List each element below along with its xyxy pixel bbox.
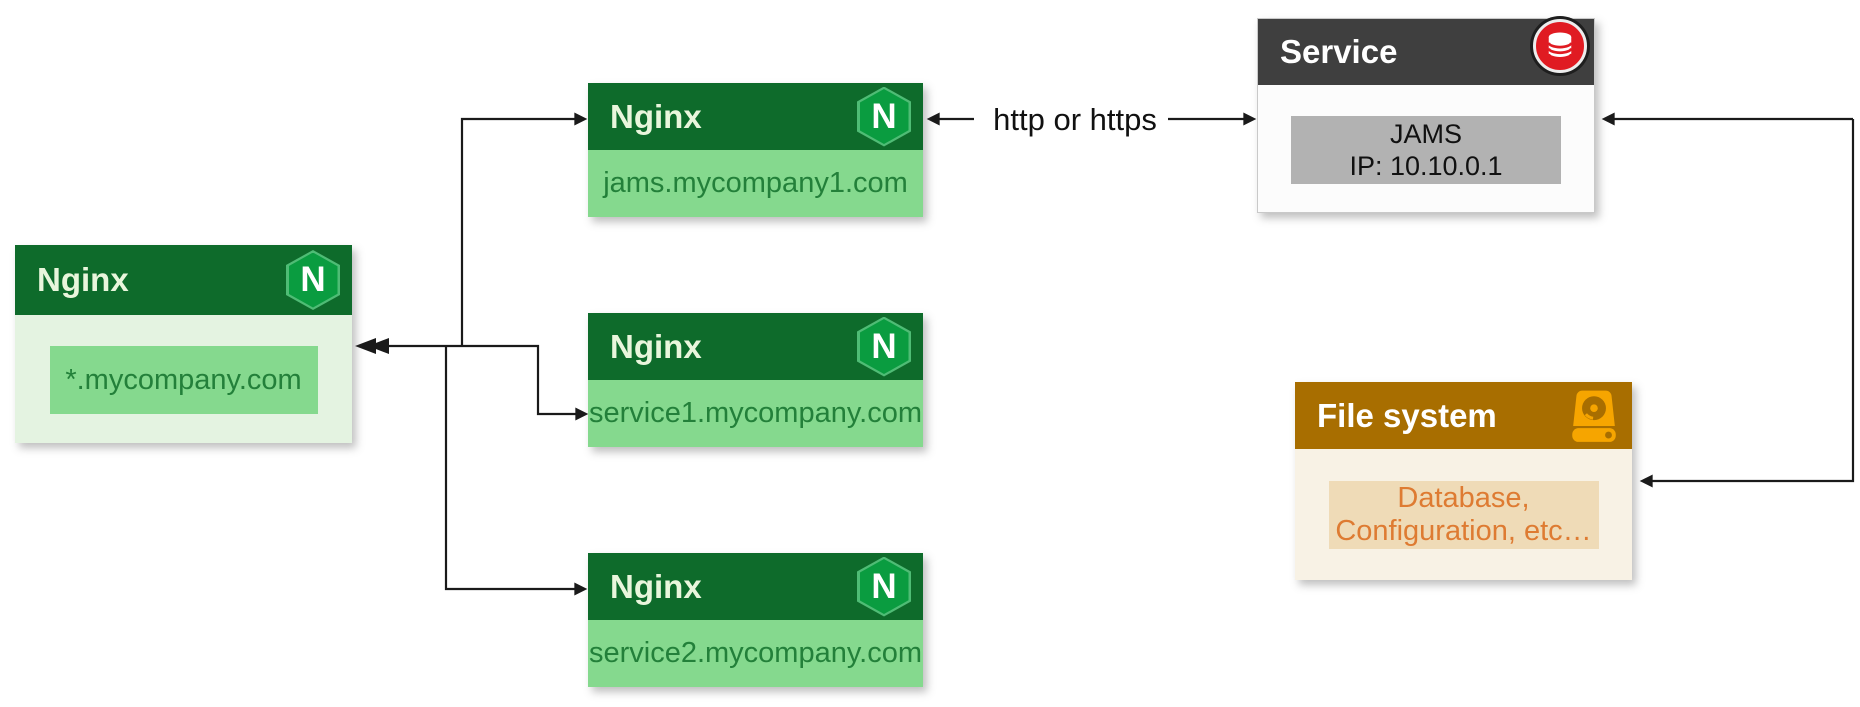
node-title: Nginx [610,97,702,135]
node-title: Nginx [37,261,129,298]
node-header: Service [1258,19,1594,85]
hard-drive-icon [1564,385,1624,447]
edge-into-wildcard-arrowheads [355,338,389,354]
fs-label-line2: Configuration, etc… [1335,515,1592,547]
node-label: Database, Configuration, etc… [1328,481,1599,549]
nginx-icon: N [286,250,340,310]
edge-loop-to-filesystem [1639,119,1855,488]
node-header: Nginx N [588,553,923,620]
node-title: File system [1317,396,1497,434]
edge-wildcard-service1 [382,344,589,421]
node-nginx-wildcard: Nginx N *.mycompany.com [15,245,352,443]
node-label: JAMS IP: 10.10.0.1 [1291,116,1561,184]
node-nginx-service1: Nginx N service1.mycompany.com [588,313,923,447]
nginx-icon: N [857,316,911,377]
database-icon [1533,19,1587,73]
node-label: service1.mycompany.com [588,380,923,447]
node-header: Nginx N [588,313,923,380]
node-service: Service JAMS IP: 10.10.0.1 [1257,18,1595,213]
node-nginx-service2: Nginx N service2.mycompany.com [588,553,923,687]
edge-label-http: http or https [982,101,1168,138]
node-header: File system [1295,382,1632,449]
nginx-icon: N [857,556,911,617]
node-file-system: File system Database, Configuration, etc… [1295,382,1632,580]
node-title: Nginx [610,327,702,365]
node-body: JAMS IP: 10.10.0.1 [1258,85,1594,213]
node-title: Service [1280,33,1398,70]
node-label: *.mycompany.com [49,346,318,414]
node-body: Database, Configuration, etc… [1295,449,1632,580]
node-body: *.mycompany.com [15,315,352,443]
node-nginx-jams: Nginx N jams.mycompany1.com [588,83,923,217]
nginx-icon: N [857,86,911,147]
fs-label-line1: Database, [1397,482,1530,514]
service-ip: IP: 10.10.0.1 [1349,151,1503,181]
node-label: jams.mycompany1.com [588,150,923,217]
node-title: Nginx [610,567,702,605]
service-name: JAMS [1389,119,1462,149]
node-header: Nginx N [588,83,923,150]
edge-wildcard-service2 [444,346,588,596]
node-header: Nginx N [15,245,352,315]
edge-wildcard-jams [460,112,588,346]
node-label: service2.mycompany.com [588,620,923,687]
